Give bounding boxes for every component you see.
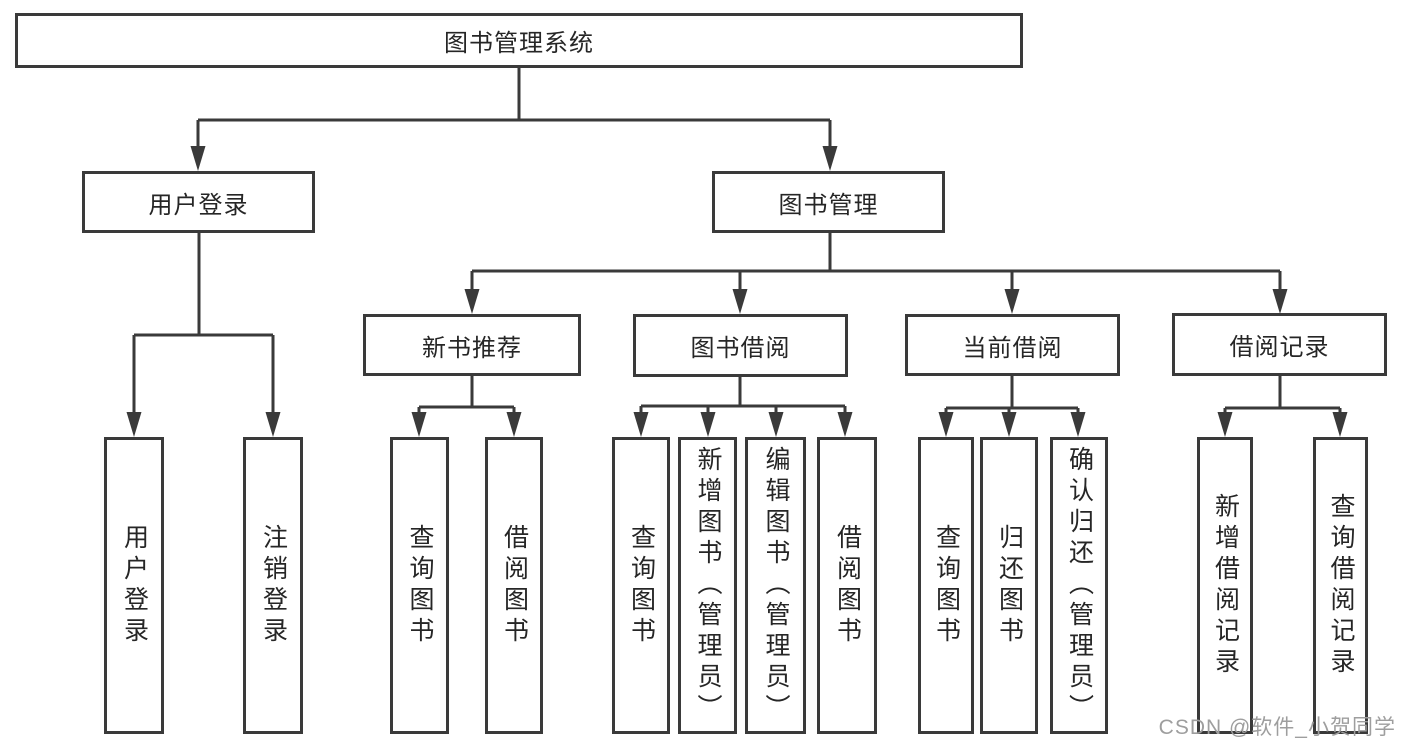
leaf-query-books-borrow-label: 查询图书 <box>627 523 656 648</box>
node-book-borrow: 图书借阅 <box>633 314 848 377</box>
leaf-add-borrow-record-label: 新增借阅记录 <box>1211 492 1240 679</box>
leaf-return-books: 归还图书 <box>980 437 1038 734</box>
node-new-book-recommend-label: 新书推荐 <box>422 334 522 362</box>
connector-borrow-record-children <box>1223 376 1342 432</box>
leaf-add-books-admin: 新增图书（管理员） <box>678 437 737 734</box>
leaf-logout-label: 注销登录 <box>259 523 288 648</box>
leaf-user-login-label: 用户登录 <box>120 523 149 648</box>
node-current-borrow: 当前借阅 <box>905 314 1120 376</box>
connector-book-management-children <box>470 233 1282 309</box>
connector-user-login-children <box>132 233 275 432</box>
leaf-query-books-borrow: 查询图书 <box>612 437 670 734</box>
connector-new-book-children <box>417 376 516 432</box>
leaf-query-books-recommend: 查询图书 <box>390 437 449 734</box>
node-new-book-recommend: 新书推荐 <box>363 314 581 376</box>
arrowheads <box>126 146 1348 437</box>
node-borrow-records: 借阅记录 <box>1172 313 1387 376</box>
leaf-confirm-return-admin-label: 确认归还（管理员） <box>1065 446 1094 725</box>
leaf-borrow-books-recommend: 借阅图书 <box>485 437 543 734</box>
connector-root-to-level2 <box>196 68 832 166</box>
leaf-edit-books-admin: 编辑图书（管理员） <box>745 437 806 734</box>
leaf-query-borrow-record: 查询借阅记录 <box>1313 437 1368 734</box>
node-user-login-label: 用户登录 <box>148 191 249 219</box>
leaf-confirm-return-admin: 确认归还（管理员） <box>1050 437 1108 734</box>
leaf-add-books-admin-label: 新增图书（管理员） <box>694 446 722 725</box>
leaf-edit-books-admin-label: 编辑图书（管理员） <box>762 446 790 725</box>
leaf-query-books-recommend-label: 查询图书 <box>406 523 434 648</box>
leaf-user-login: 用户登录 <box>104 437 164 734</box>
leaf-borrow-books-recommend-label: 借阅图书 <box>500 523 529 648</box>
node-book-borrow-label: 图书借阅 <box>690 335 791 362</box>
watermark: CSDN @软件_小贺同学 <box>1158 716 1396 739</box>
leaf-query-borrow-record-label: 查询借阅记录 <box>1327 492 1355 679</box>
leaf-borrow-books: 借阅图书 <box>817 437 877 734</box>
leaf-query-books-current: 查询图书 <box>918 437 974 734</box>
node-user-login: 用户登录 <box>82 171 315 233</box>
node-borrow-records-label: 借阅记录 <box>1229 334 1330 361</box>
leaf-query-books-current-label: 查询图书 <box>932 523 961 648</box>
node-root-label: 图书管理系统 <box>444 30 594 57</box>
leaf-return-books-label: 归还图书 <box>995 523 1024 648</box>
node-root: 图书管理系统 <box>15 13 1023 68</box>
node-book-management: 图书管理 <box>712 171 945 233</box>
node-book-management-label: 图书管理 <box>778 191 879 219</box>
leaf-logout: 注销登录 <box>243 437 303 734</box>
leaf-borrow-books-label: 借阅图书 <box>833 523 862 648</box>
connector-book-borrow-children <box>639 377 847 432</box>
node-current-borrow-label: 当前借阅 <box>962 334 1063 362</box>
leaf-add-borrow-record: 新增借阅记录 <box>1197 437 1253 734</box>
